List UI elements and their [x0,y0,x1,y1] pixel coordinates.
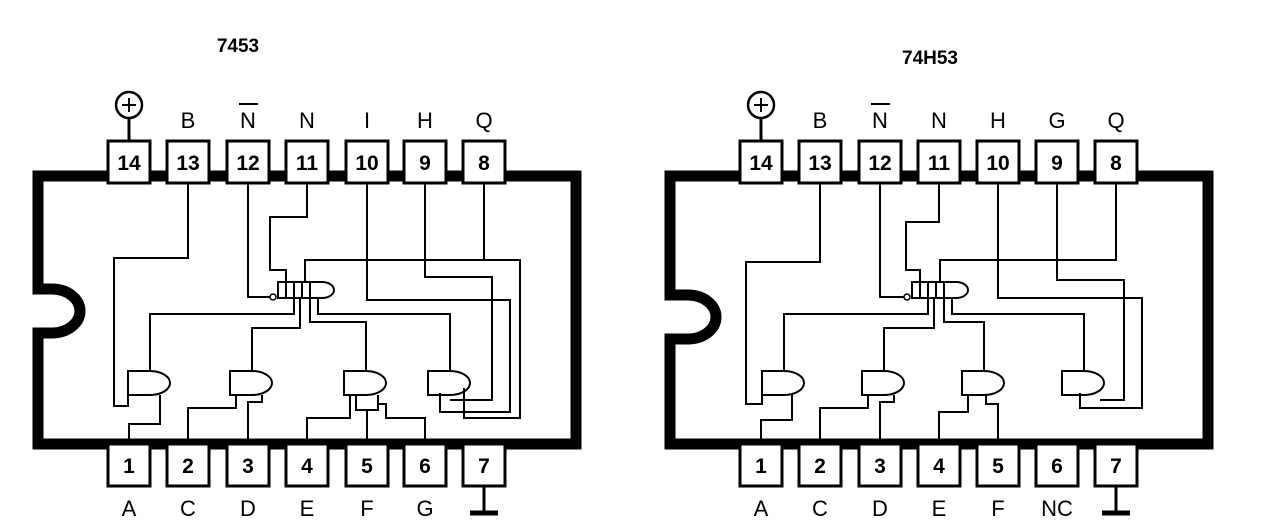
pin-number: 1 [755,455,767,478]
pin-number: 7 [478,455,490,478]
pin-number: 9 [1051,152,1063,175]
pin-label: Q [1107,108,1124,133]
pin-number: 11 [296,152,319,175]
pin-label: B [813,108,828,133]
power-supply-icon [114,90,144,141]
pin-label: F [991,496,1004,521]
pin-number: 8 [478,152,490,175]
and-gate-3 [343,370,387,396]
pin-number: 5 [992,455,1004,478]
chip-74H53: 74H53 14 13 12 11 10 9 8 B N N H [664,48,1214,521]
bottom-pins: 1 2 3 4 5 6 7 [106,442,507,488]
pin-label: I [364,108,370,133]
pin-number: 6 [419,455,431,478]
chip-body [664,170,1214,450]
pin-number: 7 [1110,455,1122,478]
pin-label: D [872,496,888,521]
pin-number: 2 [182,455,194,478]
pin-label: A [122,496,137,521]
pin-label: NC [1041,496,1073,521]
pin-number: 2 [814,455,826,478]
pin-label: C [812,496,828,521]
pin-number: 3 [874,455,886,478]
or-gate [277,281,335,299]
and-gate-2 [229,370,273,396]
bottom-pins: 1 2 3 4 5 6 7 [738,442,1139,488]
pin-label: N [240,108,256,133]
pin-number: 3 [242,455,254,478]
pin-number: 10 [355,152,378,175]
pin-label: B [181,108,196,133]
pin-label: N [931,108,947,133]
pin-number: 6 [1051,455,1063,478]
pin-number: 13 [176,152,199,175]
pin-number: 9 [419,152,431,175]
pin-label: Q [475,108,492,133]
ground-icon [1102,486,1130,516]
chip-7453: 7453 14 13 12 11 10 9 8 B N [32,36,582,521]
and-gate-1 [127,370,171,396]
pin-label: A [754,496,769,521]
pin-label: G [1048,108,1065,133]
pin-label: N [299,108,315,133]
pin-label: H [417,108,433,133]
power-supply-icon [746,90,776,141]
pin-label: N [872,108,888,133]
pin-label: C [180,496,196,521]
pin-label: E [300,496,315,521]
pin-number: 8 [1110,152,1122,175]
pin-number: 5 [361,455,373,478]
top-pins: 14 13 12 11 10 9 8 [738,139,1139,185]
pin-number: 12 [236,152,259,175]
chip-title: 74H53 [902,48,958,69]
pin-label: F [360,496,373,521]
ground-icon [470,486,498,516]
and-gate-4 [1061,370,1105,396]
pin-label: E [932,496,947,521]
and-gate-2 [861,370,905,396]
pin-label: H [990,108,1006,133]
top-pins: 14 13 12 11 10 9 8 [106,139,507,185]
chip-title: 7453 [217,36,259,57]
pin-number: 4 [933,455,945,478]
chip-body [32,170,582,450]
and-gate-1 [761,370,805,396]
or-gate [911,281,969,299]
pin-number: 10 [986,152,1009,175]
pin-number: 14 [749,152,773,175]
pin-number: 1 [123,455,135,478]
pin-number: 12 [868,152,891,175]
pin-number: 4 [301,455,313,478]
and-gate-4 [427,370,471,396]
pin-label: G [416,496,433,521]
pin-number: 13 [808,152,831,175]
internal-wiring [113,183,521,444]
and-gate-3 [961,370,1005,396]
pin-number: 14 [117,152,141,175]
pin-label: D [240,496,256,521]
internal-wiring [745,183,1143,444]
pin-number: 11 [928,152,951,175]
